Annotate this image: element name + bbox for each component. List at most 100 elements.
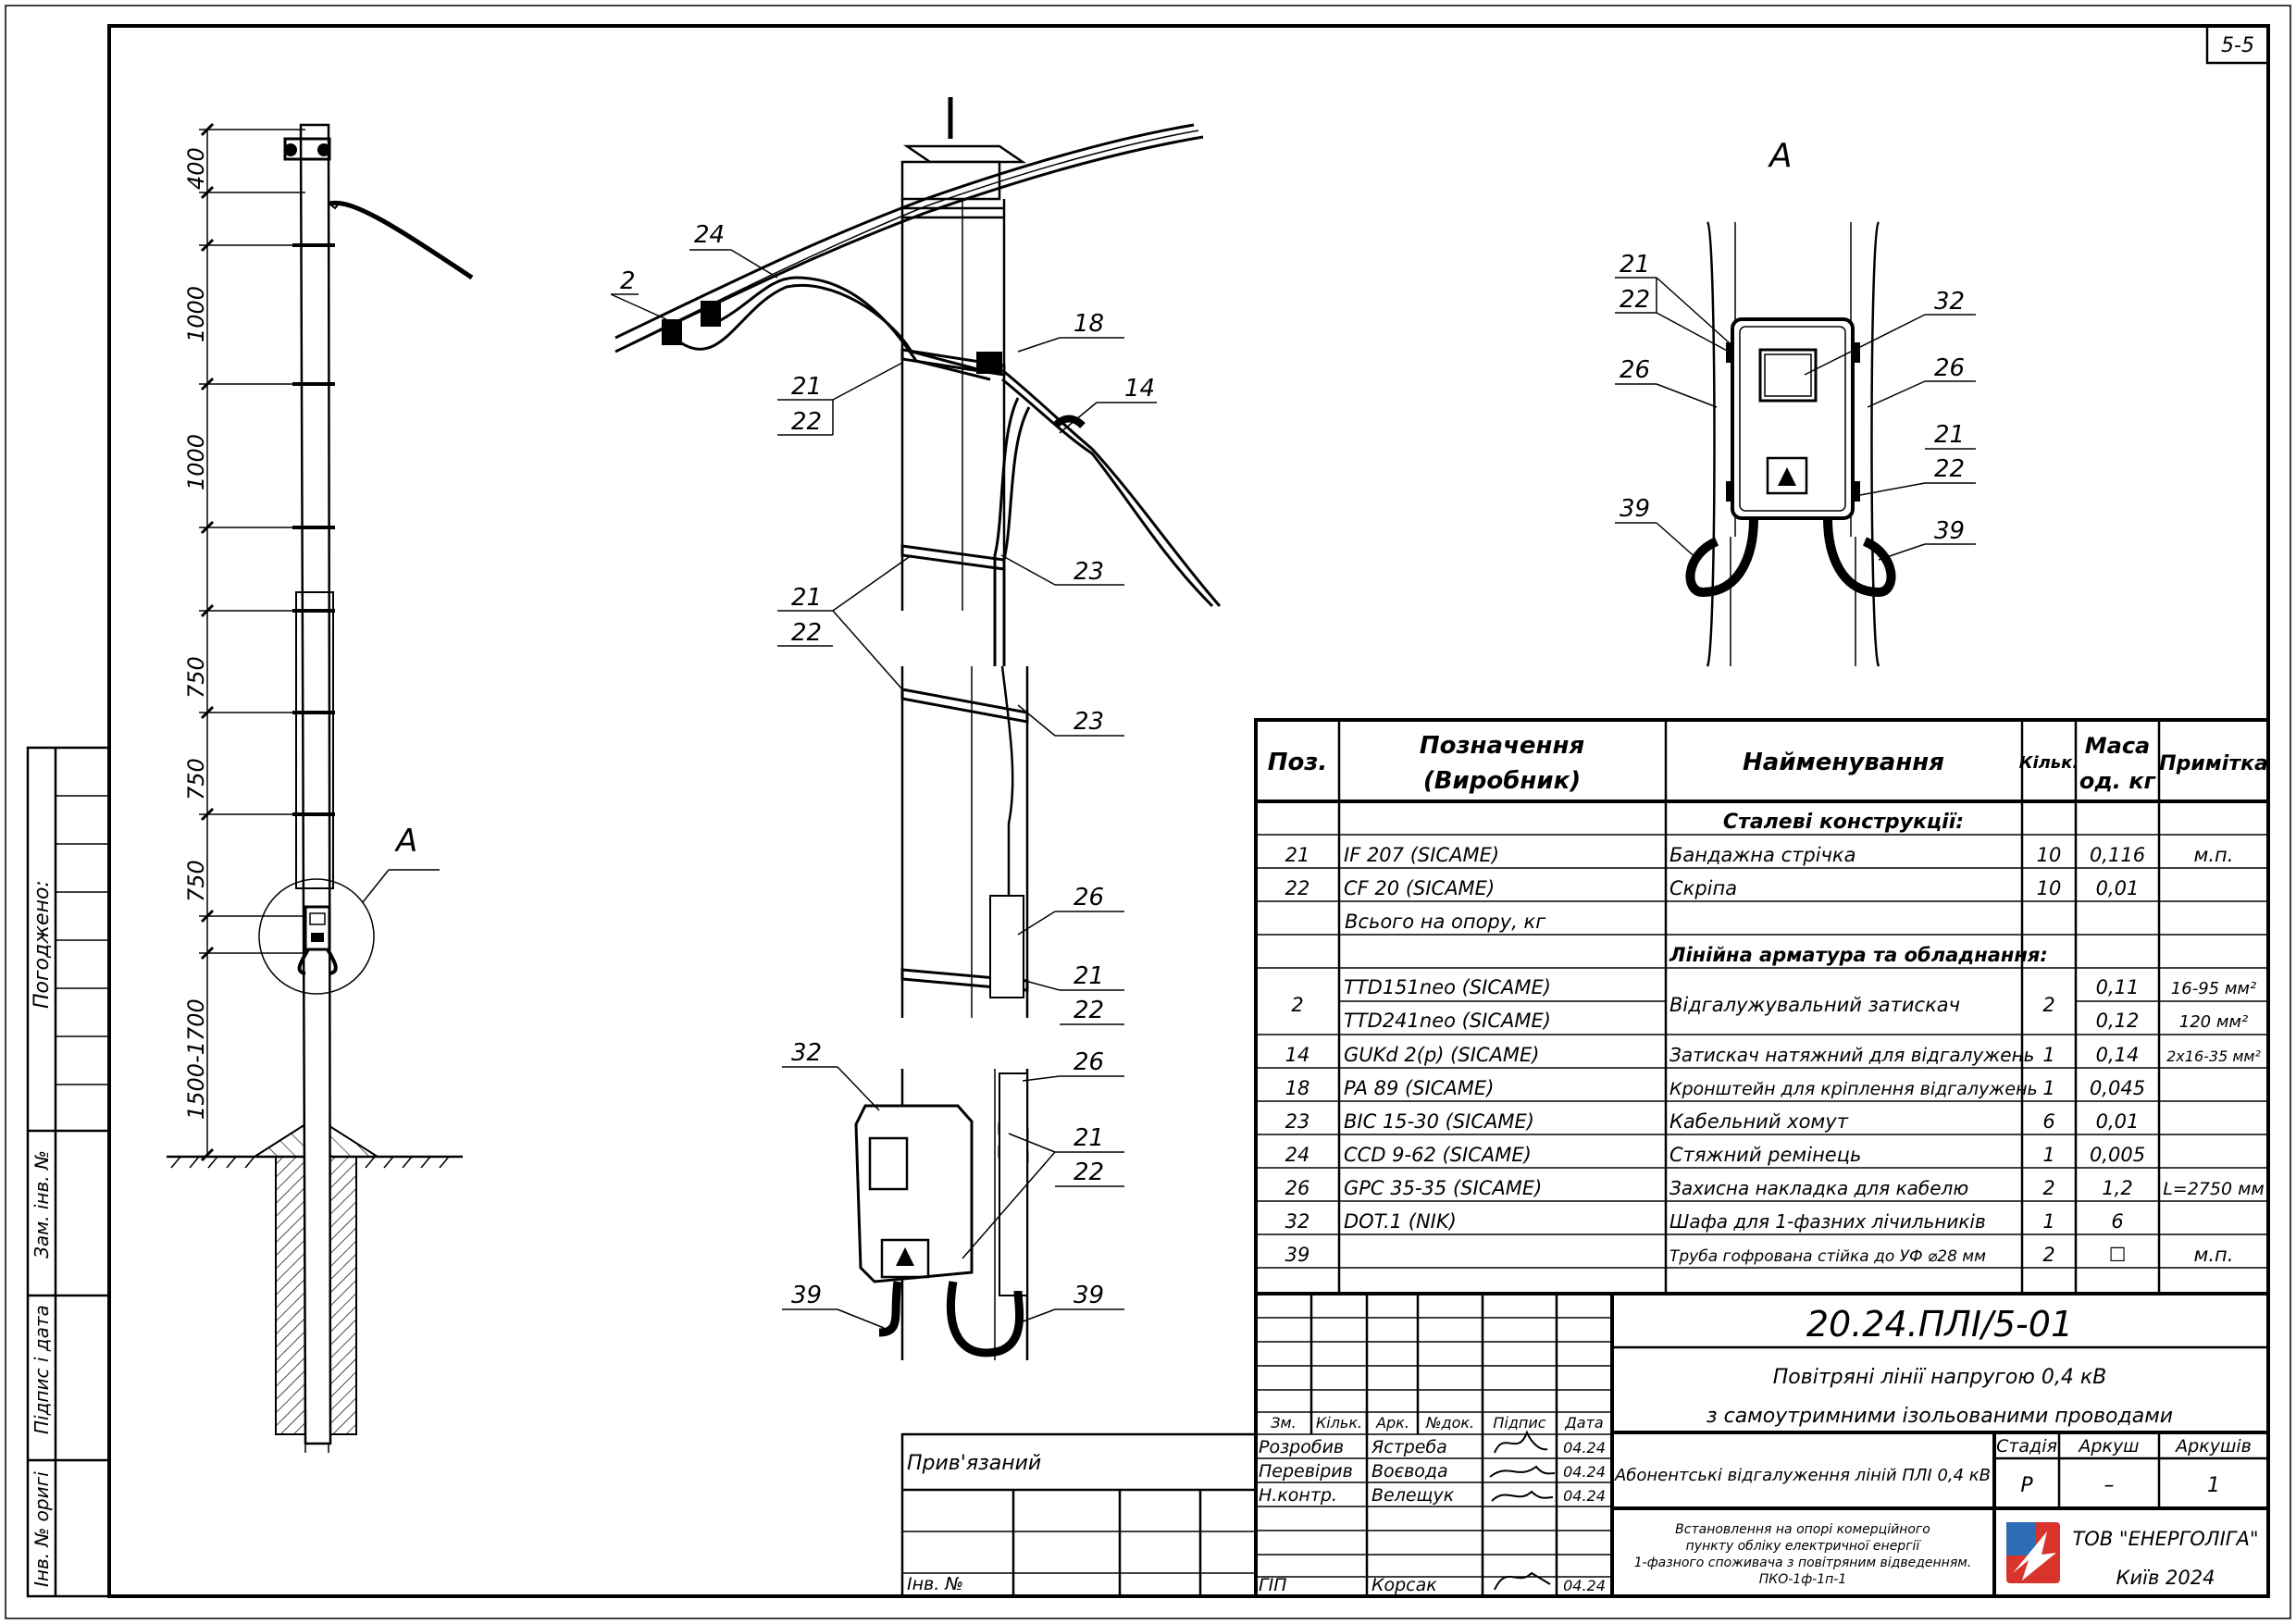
cell-designation: IF 207 (SICAME): [1344, 844, 1499, 866]
dim-1000-b: 1000: [183, 434, 209, 490]
sheet-code: 5-5: [2221, 34, 2254, 57]
cell-pos: 21: [1285, 844, 1310, 866]
branch-clamp-1: [662, 319, 682, 345]
corrugated-pipe-1: [878, 1281, 902, 1337]
signatures: [1489, 1430, 1556, 1591]
cell-qty: 2: [2042, 1244, 2054, 1266]
pole-view: A 400 1000: [167, 122, 474, 1453]
inv-orig-label: Інв. № оригі: [31, 1471, 53, 1587]
date-gip: 04.24: [1563, 1577, 1606, 1594]
cell-mass: 0,005: [2090, 1144, 2145, 1166]
cell-note: 16-95 мм²: [2171, 979, 2256, 998]
cell-pos: 32: [1285, 1210, 1310, 1233]
col-head-ndok: №док.: [1425, 1414, 1474, 1432]
view-a-cabinet: [1731, 317, 1855, 520]
label-26-a: 26: [1074, 884, 1104, 911]
pole-shaft: [299, 123, 332, 1445]
cell-name: Шафа для 1-фазних лічильників: [1669, 1210, 1986, 1233]
section-line: Лінійна арматура та обладнання:: [1669, 944, 2048, 966]
header-name: Найменування: [1743, 749, 1944, 776]
cell-name: Відгалужувальний затискач: [1669, 994, 1960, 1016]
label-39-a: 39: [791, 1282, 822, 1309]
table-row: 18 PA 89 (SICAME) Кронштейн для кріпленн…: [1285, 1077, 2145, 1099]
col-head-kilk: Кільк.: [1316, 1414, 1362, 1432]
label-21-d: 21: [1074, 1124, 1104, 1152]
stage-header: Стадія: [1996, 1436, 2057, 1457]
label-18: 18: [1074, 310, 1104, 338]
meter-cabinet: [854, 1104, 974, 1283]
cell-designation: CCD 9-62 (SICAME): [1344, 1144, 1532, 1166]
cell-name: Бандажна стрічка: [1669, 844, 1856, 866]
cell-name: Затискач натяжний для відгалужень: [1669, 1044, 2034, 1066]
cell-mass-2: 0,12: [2096, 1010, 2140, 1032]
cell-designation: DOT.1 (NIK): [1344, 1210, 1457, 1233]
cell-mass: 0,11: [2096, 976, 2140, 998]
role-gip: ГІП: [1259, 1575, 1286, 1595]
dim-750-a: 750: [183, 656, 209, 699]
table-row: 32 DOT.1 (NIK) Шафа для 1-фазних лічильн…: [1285, 1210, 2124, 1233]
dim-1000-a: 1000: [183, 286, 209, 342]
label-14: 14: [1124, 375, 1155, 403]
cell-note: м.п.: [2194, 1244, 2234, 1266]
view-a: A 21: [1615, 137, 1976, 667]
cell-qty: 1: [2042, 1210, 2054, 1233]
drawing-desc-4: ПКО-1ф-1п-1: [1759, 1572, 1847, 1587]
dim-1500-1700: 1500-1700: [183, 998, 209, 1120]
replaced-inv-label: Зам. інв. №: [31, 1150, 53, 1258]
view-a-pipe-left: [1685, 517, 1758, 598]
outgoing-branch: [1001, 368, 1222, 607]
cell-mass: 0,01: [2096, 1110, 2140, 1133]
corrugated-pipe-2: [946, 1281, 1024, 1357]
header-designation-l1: Позначення: [1420, 732, 1584, 760]
role-checker: Перевірив: [1259, 1461, 1353, 1481]
label-21-a: 21: [791, 373, 822, 401]
header-pos: Поз.: [1268, 749, 1328, 776]
branch-clamp-2: [701, 301, 721, 327]
table-row: 14 GUKd 2(p) (SICAME) Затискач натяжний …: [1285, 1044, 2262, 1066]
callout-a-label: A: [394, 823, 417, 860]
cell-name: Захисна накладка для кабелю: [1669, 1177, 1968, 1199]
view-a-label-39-a: 39: [1620, 495, 1650, 523]
cell-designation-2: TTD241neo (SICAME): [1344, 1010, 1551, 1032]
view-a-title: A: [1768, 137, 1793, 175]
sheet-header: Аркуш: [2077, 1436, 2139, 1457]
cell-pos: 39: [1285, 1244, 1310, 1266]
cell-qty: 2: [2042, 1177, 2054, 1199]
header-designation-l2: (Виробник): [1423, 767, 1581, 795]
cell-qty: 2: [2042, 994, 2054, 1016]
project-line-2: з самоутримними ізольованими проводами: [1706, 1405, 2173, 1428]
cell-pos: 23: [1285, 1110, 1310, 1133]
table-row: 22 CF 20 (SICAME) Скріпа 10 0,01: [1285, 877, 2140, 899]
main-cable: [614, 123, 1195, 340]
cable-protector: [295, 591, 334, 889]
view-a-label-39-b: 39: [1934, 517, 1965, 545]
label-22-d: 22: [1074, 1159, 1104, 1186]
view-a-label-26-a: 26: [1620, 356, 1650, 384]
label-32: 32: [791, 1039, 822, 1067]
view-a-label-21-b: 21: [1934, 421, 1965, 449]
view-a-label-26-b: 26: [1934, 354, 1965, 382]
cell-mass: ☐: [2109, 1244, 2127, 1266]
header-qty: Кільк.: [2019, 753, 2079, 773]
view-a-label-22-a: 22: [1620, 286, 1650, 314]
name-developer: Ястреба: [1371, 1437, 1447, 1457]
cell-note: L=2750 мм: [2163, 1179, 2265, 1199]
spec-table: Поз. Позначення (Виробник) Найменування …: [1254, 718, 2270, 1295]
cell-pos: 22: [1285, 877, 1310, 899]
cell-mass: 0,14: [2096, 1044, 2140, 1066]
header-mass-l1: Маса: [2085, 733, 2151, 759]
table-row: 26 GPC 35-35 (SICAME) Захисна накладка д…: [1285, 1177, 2265, 1199]
label-21-c: 21: [1074, 962, 1104, 990]
name-ncontrol: Велещук: [1371, 1485, 1455, 1506]
dim-400: 400: [183, 147, 209, 190]
callout-a-circle: [258, 878, 375, 995]
view-a-pipe-right: [1823, 517, 1896, 598]
cell-mass: 1,2: [2102, 1177, 2132, 1199]
foundation-hatch-right: [326, 1156, 357, 1435]
title-block: Зм. Кільк. Арк. №док. Підпис Дата Розроб…: [900, 1292, 2270, 1598]
branch-wire: [329, 200, 474, 280]
cell-note: 2x16-35 мм²: [2166, 1048, 2261, 1065]
cell-pos: 18: [1285, 1077, 1310, 1099]
view-a-label-22-b: 22: [1934, 455, 1965, 483]
cell-pos: 26: [1285, 1177, 1310, 1199]
